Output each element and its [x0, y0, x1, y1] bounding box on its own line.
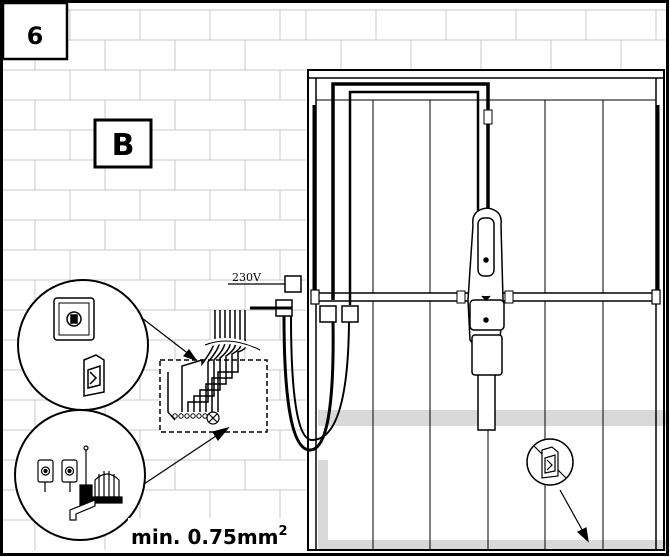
cable-spec-superscript: 2 — [279, 524, 288, 539]
section-label-box: B — [93, 118, 153, 169]
section-label: B — [112, 128, 135, 163]
cable-spec-label: min. 0.75mm2 — [131, 524, 288, 549]
lamp-symbol — [206, 411, 220, 425]
detail-circle-key-switch — [17, 279, 149, 411]
step-number: 6 — [27, 22, 44, 50]
cable-spec-text: min. 0.75mm — [131, 525, 279, 549]
voltage-label: 230V — [232, 271, 262, 284]
flashing-lamp-icon — [83, 445, 123, 504]
control-board — [159, 310, 268, 433]
overhead-cable — [331, 82, 490, 305]
photocell-pair-icon — [37, 459, 78, 492]
remote-receiver-icon — [69, 484, 96, 521]
photocell-icon — [83, 354, 105, 397]
detail-circle-accessories — [14, 409, 146, 541]
leader-arrows — [134, 317, 589, 543]
detail-circle-door-photocell — [526, 438, 574, 486]
motor-operator — [467, 207, 505, 431]
key-switch-icon — [53, 297, 95, 341]
floor-border — [318, 460, 328, 550]
loop-cable — [250, 306, 350, 452]
step-number-box: 6 — [1, 1, 69, 61]
door-photocell-icon — [541, 446, 559, 479]
